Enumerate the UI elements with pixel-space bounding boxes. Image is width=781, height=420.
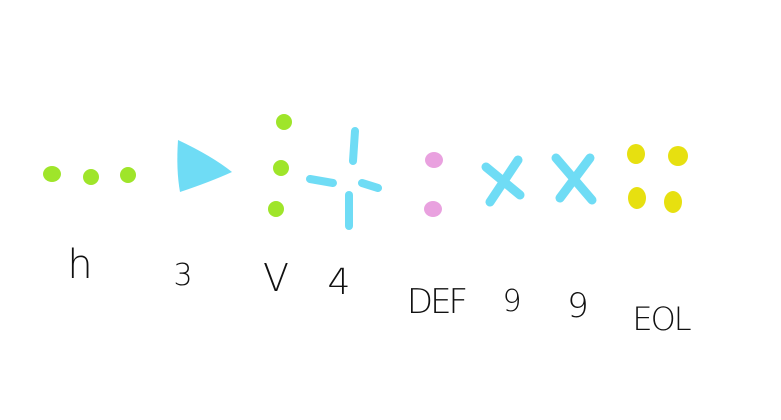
symbol-label: 9 [502,284,522,319]
x-icon [481,155,525,207]
symbol-label: h [67,242,93,288]
three-dots-icon [43,166,136,185]
symbol-label: 4 [327,262,351,303]
plus-dashes-icon [306,127,382,230]
colon-icon [424,152,443,217]
three-dots-vertical-icon [268,114,292,217]
symbol-label: EOL [632,300,691,338]
x-icon [551,153,597,205]
symbol-label: 9 [567,286,589,326]
play-triangle-icon [177,140,232,192]
symbol-label: V [263,256,289,300]
symbol-label: 3 [173,258,193,293]
symbol-label: DEF [406,282,468,322]
four-dots-icon [627,144,688,213]
